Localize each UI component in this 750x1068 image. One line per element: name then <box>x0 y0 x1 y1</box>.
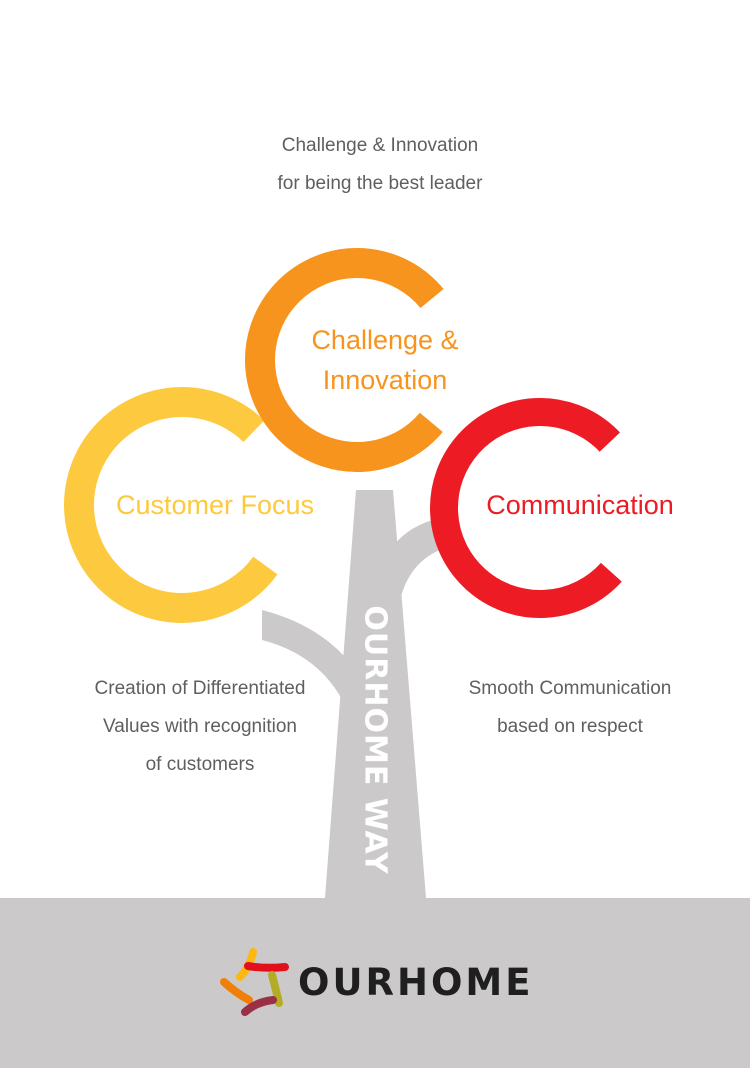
ourhome-logo-icon <box>220 948 289 1016</box>
desc-line: based on respect <box>497 716 643 737</box>
label-line: Challenge & <box>311 325 459 355</box>
challenge-ring <box>245 248 469 472</box>
right-description: Smooth Communication based on respect <box>420 670 720 746</box>
tree-branch-right <box>394 518 445 600</box>
tree <box>262 490 445 898</box>
top-description: Challenge & Innovation for being the bes… <box>230 127 530 203</box>
desc-line: Challenge & Innovation <box>281 135 479 156</box>
label-line: Innovation <box>322 365 448 395</box>
left-description: Creation of Differentiated Values with r… <box>50 670 350 784</box>
desc-line: Creation of Differentiated <box>94 678 306 699</box>
footer <box>0 898 750 1068</box>
label-line: Communication <box>486 490 674 520</box>
trunk-label: OURHOME WAY <box>357 605 393 875</box>
desc-line: Smooth Communication <box>468 678 672 699</box>
label-communication: Communication <box>465 485 695 525</box>
desc-line: of customers <box>145 754 255 775</box>
desc-line: Values with recognition <box>103 716 297 737</box>
customer-focus-ring <box>63 387 300 623</box>
desc-line: for being the best leader <box>277 173 483 194</box>
brand-name: OURHOME <box>298 961 534 1004</box>
label-customer-focus: Customer Focus <box>95 485 335 525</box>
tree-branch-left <box>262 610 352 705</box>
label-line: Customer Focus <box>115 490 315 520</box>
label-challenge-innovation: Challenge & Innovation <box>270 320 500 400</box>
